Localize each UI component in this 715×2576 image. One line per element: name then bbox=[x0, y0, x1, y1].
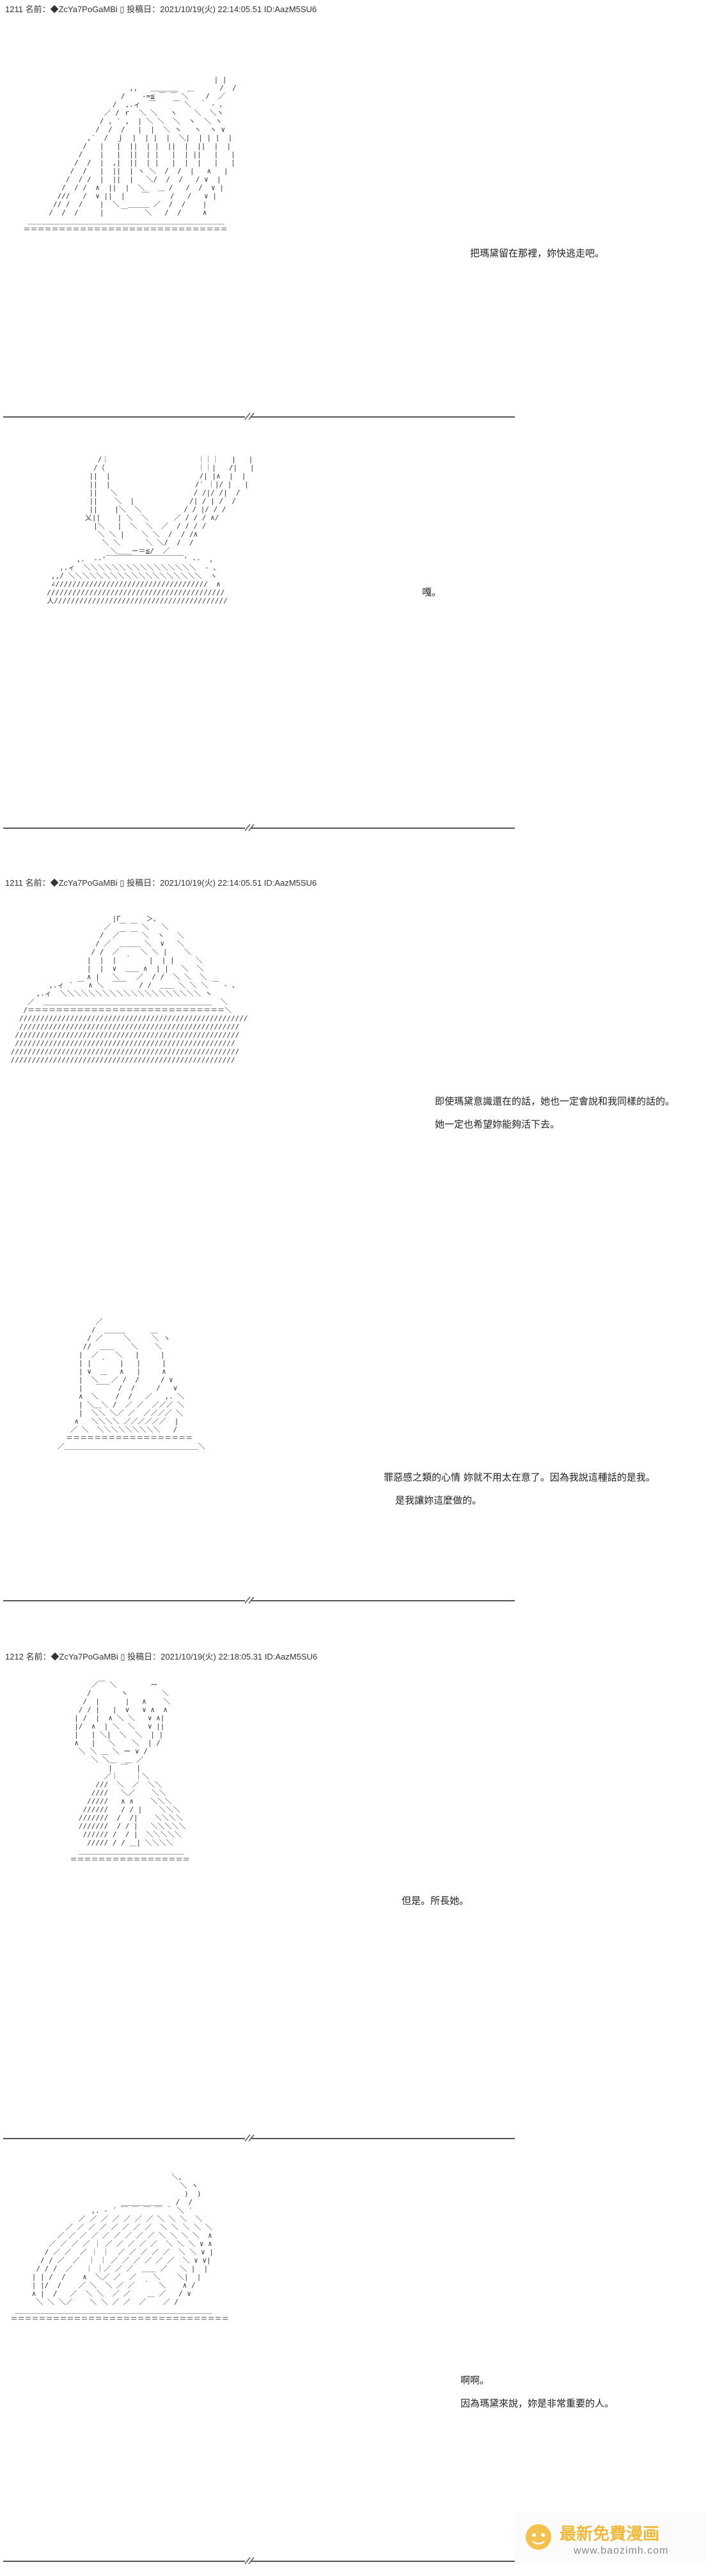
separator bbox=[3, 822, 515, 831]
dialogue-text: 嘎。 bbox=[422, 586, 442, 598]
watermark-url: www.baozimh.com bbox=[574, 2545, 669, 2556]
separator bbox=[3, 411, 515, 420]
ascii-art-figure: |Γ ＞、 ／ ￣ ￣ ＼ ＼ / ／￣ ￣ ＼ ヽ ＼ / ／ ＿＿＿ ＼ ∨… bbox=[10, 915, 248, 1064]
watermark-title: 最新免費漫画 bbox=[560, 2525, 660, 2544]
separator bbox=[3, 2556, 515, 2564]
ascii-art-figure: /｜ ｜｜｜ | | /（ ｜｜| /| | || | /| |∧ | | ||… bbox=[47, 455, 255, 605]
logo-icon bbox=[526, 2524, 551, 2550]
ascii-art-figure: ／ / ＿＿＿ ＿ / ／ ＼ ＼ ヽ // ＿＿ ＼ ＼ | ／ ＼ | | … bbox=[57, 1317, 205, 1450]
post-header: 1212 名前：◆ZcYa7PoGaMBi ▯ 投稿日：2021/10/19(火… bbox=[5, 1652, 318, 1661]
separator bbox=[3, 1595, 515, 1604]
post-header: 1211 名前：◆ZcYa7PoGaMBi ▯ 投稿日：2021/10/19(火… bbox=[5, 4, 317, 14]
ascii-art-figure: ／￣ ＼ ー / ヽ ＼ / | | ∧ ＼ / / | | ∨ ∨ ∧ ∧ |… bbox=[70, 1681, 190, 1864]
dialogue-text: 即使瑪黛意識還在的話，她也一定會說和我同樣的話的。 bbox=[435, 1096, 675, 1107]
dialogue-text: 罪惡感之類的心情 妳就不用太在意了。因為我說這種話的是我。 bbox=[384, 1472, 656, 1483]
post-header: 1211 名前：◆ZcYa7PoGaMBi ▯ 投稿日：2021/10/19(火… bbox=[5, 878, 317, 888]
separator bbox=[3, 2133, 515, 2142]
dialogue-text: 把瑪黛留在那裡，妳快逃走吧。 bbox=[470, 247, 605, 259]
dialogue-text: 因為瑪黛來說，妳是非常重要的人。 bbox=[460, 2398, 615, 2409]
dialogue-text: 她一定也希望妳能夠活下去。 bbox=[435, 1119, 560, 1130]
watermark: 最新免費漫画 www.baozimh.com bbox=[515, 2512, 707, 2563]
dialogue-text: 但是。所長她。 bbox=[402, 1895, 469, 1906]
ascii-art-figure: | | ,, ＿＿＿＿ ＿ / / / ‐=≦ ￣ ￣ ＼ / ／ / ,.ィ … bbox=[23, 75, 237, 233]
dialogue-text: 啊啊。 bbox=[460, 2375, 490, 2386]
dialogue-text: 是我讓妳這麼做的。 bbox=[395, 1495, 482, 1506]
ascii-art-figure: ＼、 ＼ ヽ ) ) ＿＿＿＿＿＿ / / ,. ‐ ´ ￣ ￣ ￣ ￣ ｀ ＼… bbox=[10, 2173, 229, 2323]
